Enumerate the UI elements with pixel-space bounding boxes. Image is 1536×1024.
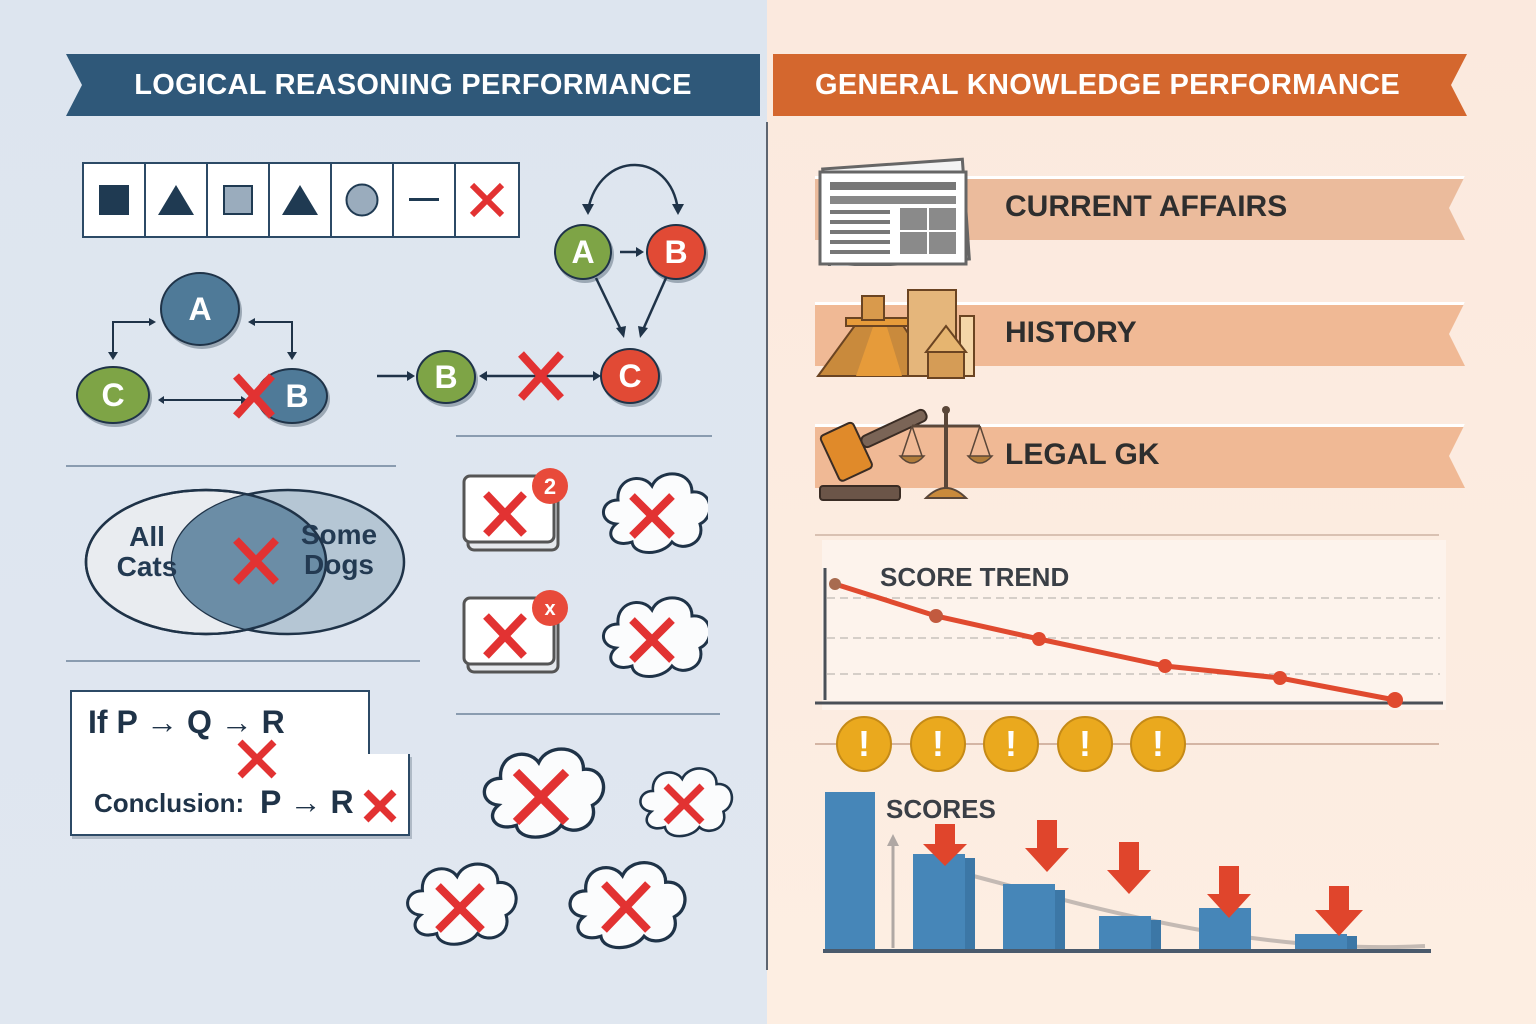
conclusion-label: Conclusion: [94, 788, 245, 818]
section-divider [66, 465, 396, 467]
filled-square-icon [99, 185, 129, 215]
score-trend-panel [822, 540, 1446, 710]
graph2-arrows [582, 163, 684, 338]
monuments-icon [816, 289, 975, 379]
cloud-x-icon [601, 596, 708, 678]
section-divider [815, 534, 1439, 536]
conclusion-box [70, 754, 410, 836]
graph2-node-b: B [646, 224, 706, 280]
x-mark-icon [469, 182, 505, 218]
x-mark-icon [363, 789, 397, 823]
x-mark-icon [233, 373, 275, 419]
cloud-x-icon [601, 472, 708, 554]
venn-left-label: All Cats [112, 522, 182, 582]
error-badge-x: x [544, 598, 555, 620]
warning-icon: ! [836, 716, 892, 772]
warning-line [815, 743, 1439, 745]
scores-bar-chart [823, 792, 1431, 953]
panel-divider [766, 122, 768, 970]
warning-icon: ! [983, 716, 1039, 772]
node-label: B [664, 233, 688, 270]
graph2-node-a: A [554, 224, 612, 280]
node-label: A [571, 233, 595, 270]
logical-reasoning-title: LOGICAL REASONING PERFORMANCE [134, 68, 692, 101]
topic-label: HISTORY [1005, 316, 1137, 349]
logical-reasoning-banner: LOGICAL REASONING PERFORMANCE [66, 54, 760, 116]
dash-icon [409, 198, 439, 201]
score-trend-title: SCORE TREND [880, 562, 1070, 592]
sequence-cell [456, 164, 518, 236]
chain-node-b: B [416, 350, 476, 404]
node-label: C [101, 376, 125, 413]
cloud-x-icon [568, 861, 687, 950]
cloud-x-icon [406, 862, 518, 946]
newspaper-icon [818, 157, 971, 266]
node-label: B [285, 377, 309, 414]
cloud-x-icon [482, 747, 606, 839]
score-trend-chart [815, 568, 1443, 708]
premise-box [70, 690, 370, 754]
warning-icon: ! [1130, 716, 1186, 772]
sequence-cell [270, 164, 332, 236]
warning-icon: ! [910, 716, 966, 772]
x-mark-icon [518, 351, 564, 401]
sequence-cell [208, 164, 270, 236]
graph1-arrows [108, 318, 297, 404]
topic-label: CURRENT AFFAIRS [1005, 190, 1288, 223]
premise-text: If P → Q → R [88, 704, 285, 740]
venn-diagram [84, 488, 406, 636]
venn-right-line2: Dogs [304, 549, 374, 580]
node-label: C [618, 357, 642, 394]
triangle-icon [158, 185, 194, 215]
sequence-cell [394, 164, 456, 236]
graph1-node-c: C [76, 366, 150, 424]
venn-left-line2: Cats [116, 551, 178, 582]
triangle-icon [282, 185, 318, 215]
section-divider [456, 435, 712, 437]
node-label: B [434, 358, 458, 395]
grey-circle-icon [345, 183, 379, 217]
grey-square-icon [223, 185, 253, 215]
error-card-icon: 2 [462, 468, 568, 552]
error-badge-count: 2 [544, 474, 556, 499]
section-divider [66, 660, 420, 662]
pattern-sequence [82, 162, 520, 238]
conclusion-value: P → R [260, 784, 354, 820]
warning-icon: ! [1057, 716, 1113, 772]
venn-right-line1: Some [300, 519, 378, 550]
sequence-cell [84, 164, 146, 236]
x-mark-icon [237, 739, 277, 779]
topic-label: LEGAL GK [1005, 438, 1160, 471]
gavel-scales-icon [819, 406, 994, 501]
chain-arrows [377, 371, 601, 381]
general-knowledge-banner: GENERAL KNOWLEDGE PERFORMANCE [773, 54, 1467, 116]
sequence-cell [146, 164, 208, 236]
error-card-icon: x [462, 590, 568, 674]
sequence-cell [332, 164, 394, 236]
cloud-x-icon [639, 767, 734, 838]
general-knowledge-title: GENERAL KNOWLEDGE PERFORMANCE [815, 68, 1400, 101]
node-label: A [188, 290, 212, 327]
graph1-node-a: A [160, 272, 240, 346]
venn-left-line1: All [129, 521, 165, 552]
chain-node-c: C [600, 348, 660, 404]
section-divider [456, 713, 720, 715]
venn-right-label: Some Dogs [292, 520, 386, 580]
scores-title: SCORES [886, 794, 996, 824]
